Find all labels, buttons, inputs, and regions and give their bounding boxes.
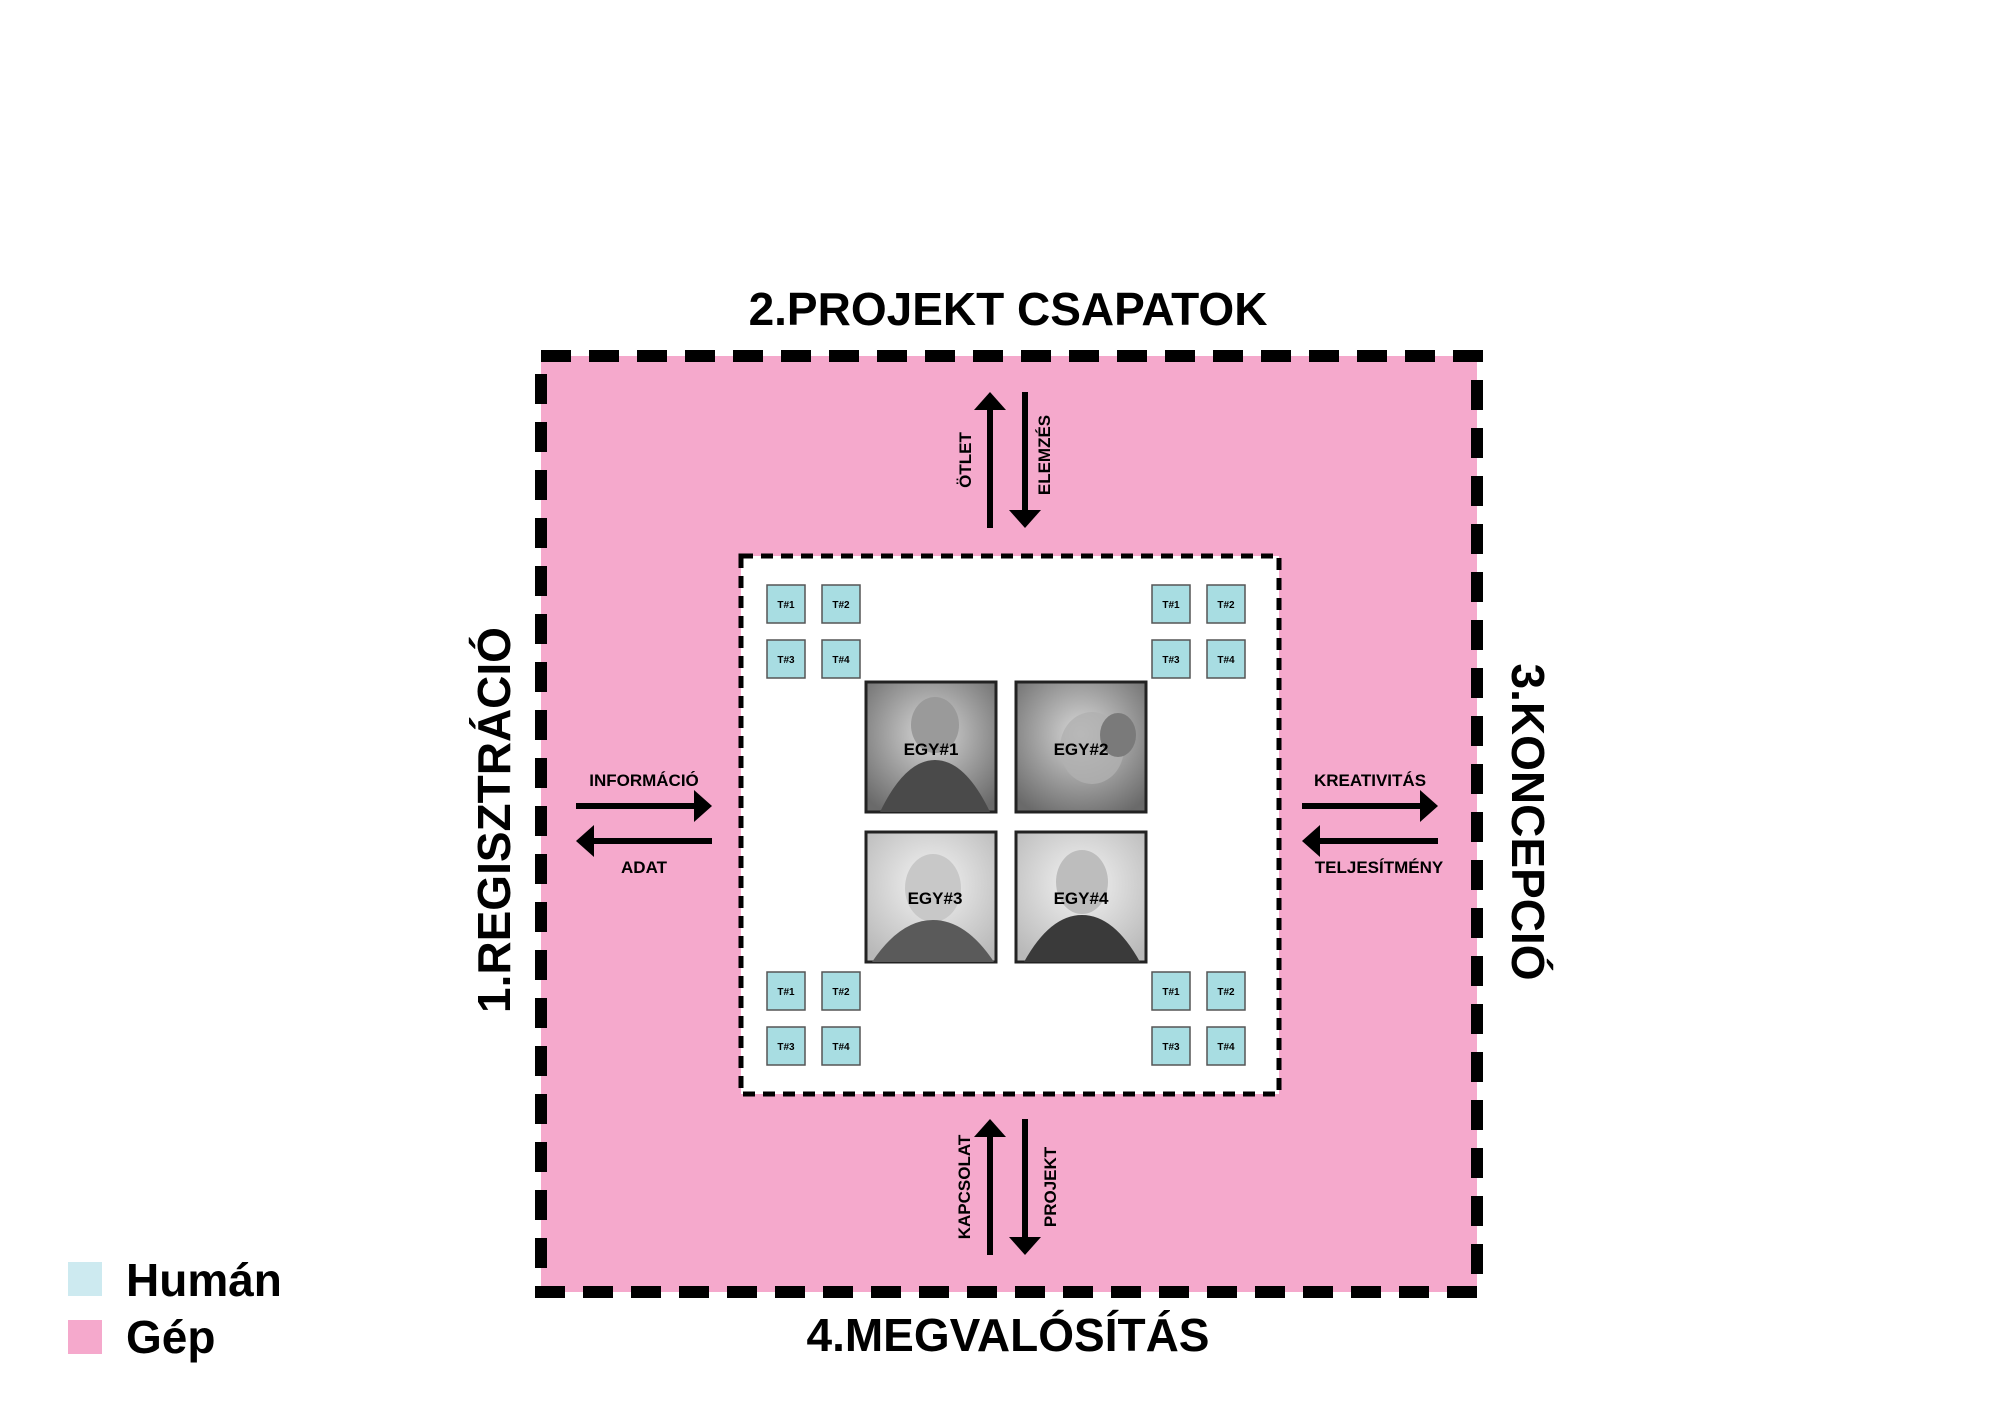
arrow-right-left <box>576 790 712 822</box>
flow-label-adat: ADAT <box>621 858 668 877</box>
individual-egy-1: EGY#1 <box>864 680 998 814</box>
flow-label-kapcsolat: KAPCSOLAT <box>955 1134 974 1239</box>
team-box <box>821 971 861 1011</box>
individual-egy-4: EGY#4 <box>1014 830 1148 964</box>
team-label: T#4 <box>1217 655 1235 666</box>
individual-label: EGY#1 <box>904 740 959 759</box>
team-box <box>821 639 861 679</box>
team-box <box>1206 971 1246 1011</box>
team-box <box>766 1026 806 1066</box>
individual-egy-2: EGY#2 <box>1014 680 1148 814</box>
stage-title-top: 2.PROJEKT CSAPATOK <box>749 283 1268 335</box>
team-box <box>766 971 806 1011</box>
team-label: T#3 <box>1162 655 1180 666</box>
flow-label-projekt: PROJEKT <box>1041 1146 1060 1227</box>
flow-label-elemzes: ELEMZÉS <box>1035 415 1054 495</box>
team-label: T#1 <box>777 600 795 611</box>
legend-machine-label: Gép <box>126 1311 215 1363</box>
team-label: T#1 <box>1162 600 1180 611</box>
legend-human-label: Humán <box>126 1254 282 1306</box>
individual-label: EGY#3 <box>908 889 963 908</box>
team-label: T#2 <box>1217 600 1235 611</box>
team-label: T#3 <box>1162 1042 1180 1053</box>
stage-title-bottom: 4.MEGVALÓSÍTÁS <box>807 1309 1210 1361</box>
team-label: T#4 <box>832 655 850 666</box>
arrow-left-right <box>1302 825 1438 857</box>
team-label: T#3 <box>777 1042 795 1053</box>
legend-human-swatch <box>68 1262 102 1296</box>
team-group-1: T#1 T#2T#3 T#4 <box>766 584 861 679</box>
team-box <box>821 1026 861 1066</box>
team-box <box>1206 639 1246 679</box>
team-box <box>1151 1026 1191 1066</box>
flow-label-kreativitas: KREATIVITÁS <box>1314 771 1426 790</box>
arrow-down-top <box>1009 392 1041 528</box>
team-box <box>821 584 861 624</box>
arrow-up-top <box>974 392 1006 528</box>
team-box <box>766 584 806 624</box>
team-label: T#3 <box>777 655 795 666</box>
team-box <box>766 639 806 679</box>
team-box <box>1151 639 1191 679</box>
arrow-down-bottom <box>1009 1119 1041 1255</box>
individual-label: EGY#4 <box>1054 889 1109 908</box>
stage-title-right: 3.KONCEPCIÓ <box>1502 664 1554 981</box>
arrow-right-right <box>1302 790 1438 822</box>
stage-title-left: 1.REGISZTRÁCIÓ <box>468 627 520 1013</box>
team-group-3: T#1 T#2T#3 T#4 <box>766 971 861 1066</box>
team-box <box>1206 1026 1246 1066</box>
arrow-left-left <box>576 825 712 857</box>
inner-zone <box>738 553 1282 1097</box>
team-label: T#4 <box>832 1042 850 1053</box>
team-label: T#2 <box>832 600 850 611</box>
team-label: T#1 <box>777 987 795 998</box>
team-box <box>1206 584 1246 624</box>
team-label: T#4 <box>1217 1042 1235 1053</box>
individual-label: EGY#2 <box>1054 740 1109 759</box>
team-box <box>1151 584 1191 624</box>
arrow-up-bottom <box>974 1119 1006 1255</box>
team-label: T#2 <box>832 987 850 998</box>
team-group-4: T#1 T#2T#3 T#4 <box>1151 971 1246 1066</box>
individual-egy-3: EGY#3 <box>864 830 998 964</box>
team-box <box>1151 971 1191 1011</box>
team-label: T#1 <box>1162 987 1180 998</box>
team-label: T#2 <box>1217 987 1235 998</box>
flow-label-otlet: ÖTLET <box>956 432 975 488</box>
flow-label-teljesitmeny: TELJESÍTMÉNY <box>1315 858 1444 877</box>
flow-label-informacio: INFORMÁCIÓ <box>589 771 699 790</box>
legend-machine-swatch <box>68 1320 102 1354</box>
team-group-2: T#1 T#2T#3 T#4 <box>1151 584 1246 679</box>
